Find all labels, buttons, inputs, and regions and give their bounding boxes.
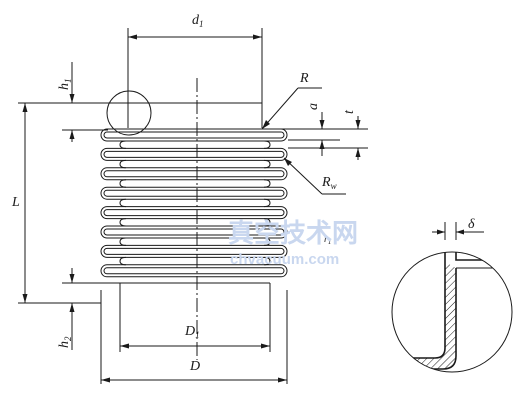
R-leader — [261, 87, 322, 130]
h1-dimension — [18, 62, 262, 142]
a-t-dimensions — [270, 112, 368, 160]
convolution-outer — [100, 206, 288, 220]
watermark-cn: 真空技术网 — [228, 218, 358, 249]
convolution-outer — [100, 167, 288, 181]
convolution-inner — [103, 189, 285, 197]
convolution-root — [119, 237, 127, 246]
R-label: R — [299, 71, 309, 86]
delta-label: δ — [468, 217, 475, 232]
h2-label: h2 — [57, 336, 73, 348]
Rw-leader — [283, 157, 346, 195]
d1-label: d1 — [192, 13, 204, 29]
convolution-inner — [103, 131, 285, 139]
convolution-root — [119, 179, 127, 188]
D-dimension — [101, 377, 287, 383]
D1-label: D1 — [184, 324, 200, 340]
Rw-label: Rw — [321, 175, 337, 191]
detail-circle — [391, 251, 513, 373]
convolution-root — [263, 159, 271, 169]
convolution-inner — [103, 228, 285, 236]
convolution-inner — [103, 247, 285, 255]
t-label: t — [342, 109, 357, 114]
convolution-outer — [100, 186, 288, 200]
r1-label: r1 — [324, 234, 331, 246]
convolution-outer — [100, 128, 288, 142]
convolution-root — [263, 179, 271, 188]
d1-dimension — [128, 34, 262, 40]
D1-dimension — [120, 343, 270, 349]
convolution-root — [119, 256, 127, 266]
convolution-inner — [103, 170, 285, 178]
convolution-outer — [100, 147, 288, 161]
D-label: D — [189, 359, 200, 374]
convolution-root — [119, 159, 127, 169]
h2-dimension — [62, 268, 120, 350]
convolution-root — [119, 140, 127, 149]
L-dimension — [18, 103, 101, 304]
a-label: a — [306, 103, 321, 110]
h1-label: h1 — [57, 79, 73, 91]
convolution-inner — [103, 267, 285, 275]
convolution-outer — [100, 264, 288, 278]
convolution-root — [263, 140, 271, 149]
convolution-inner — [103, 150, 285, 158]
convolution-outer — [100, 244, 288, 258]
detail-view — [391, 222, 513, 373]
convolution-inner — [103, 209, 285, 217]
convolution-root — [263, 198, 271, 208]
L-label: L — [11, 195, 20, 210]
convolution-root — [119, 198, 127, 208]
watermark-url: chvacuum.com — [230, 251, 339, 268]
convolution-outer — [100, 225, 288, 239]
detail-marker-circle — [106, 90, 152, 136]
bellows-convolutions — [100, 128, 288, 278]
convolution-root — [119, 218, 127, 227]
